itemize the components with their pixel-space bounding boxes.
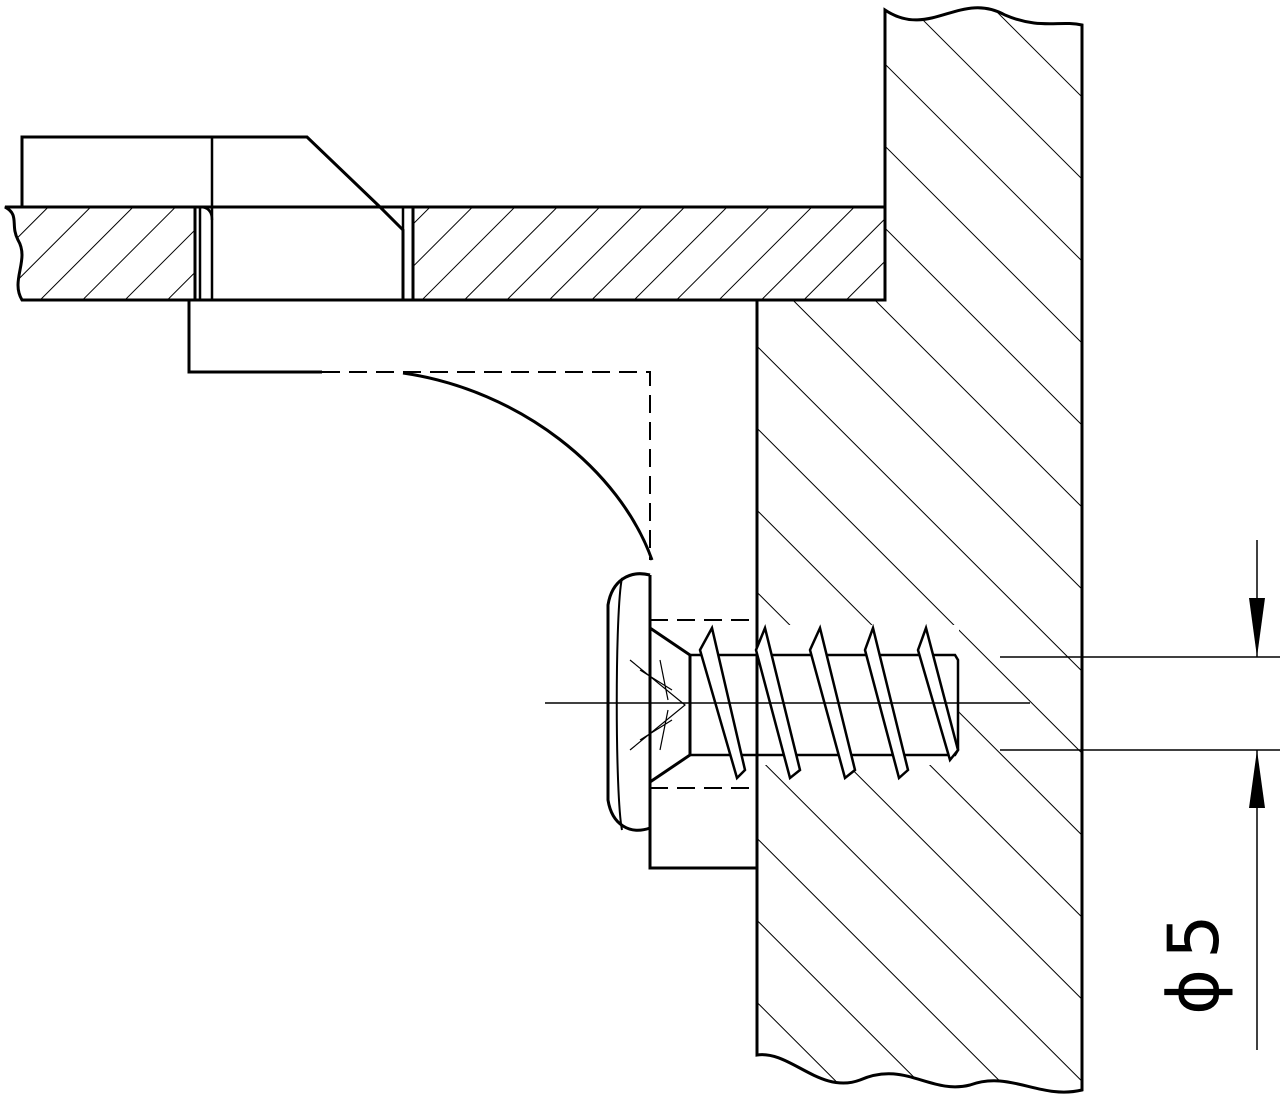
screw — [545, 572, 1030, 832]
arrow-up-icon — [1249, 750, 1265, 808]
screw-shank — [690, 653, 960, 757]
screw-head — [606, 572, 651, 832]
wall-hatch — [757, 7, 1082, 1093]
shelf-section — [4, 205, 887, 302]
cover-piece — [20, 135, 405, 300]
screw-threads — [698, 623, 960, 781]
wall-section — [755, 6, 1084, 1094]
shelf-right-hatch — [411, 205, 887, 302]
screw-cone — [649, 626, 692, 784]
arrow-down-icon — [1249, 598, 1265, 657]
bracket — [187, 300, 759, 1055]
wall-break-top — [884, 6, 1083, 26]
bracket-lower — [648, 800, 757, 870]
bracket-outline — [187, 300, 322, 374]
cover-outline — [20, 135, 405, 300]
dimension-label: ϕ5 — [1153, 904, 1235, 1015]
diameter-dimension: ϕ5 — [1000, 540, 1280, 1050]
drive-recess-icon — [629, 659, 686, 751]
bracket-hidden-edge — [322, 371, 651, 560]
shelf-left-hatch — [4, 205, 197, 302]
bracket-curve — [402, 371, 654, 561]
slot-left-cap — [199, 205, 214, 221]
